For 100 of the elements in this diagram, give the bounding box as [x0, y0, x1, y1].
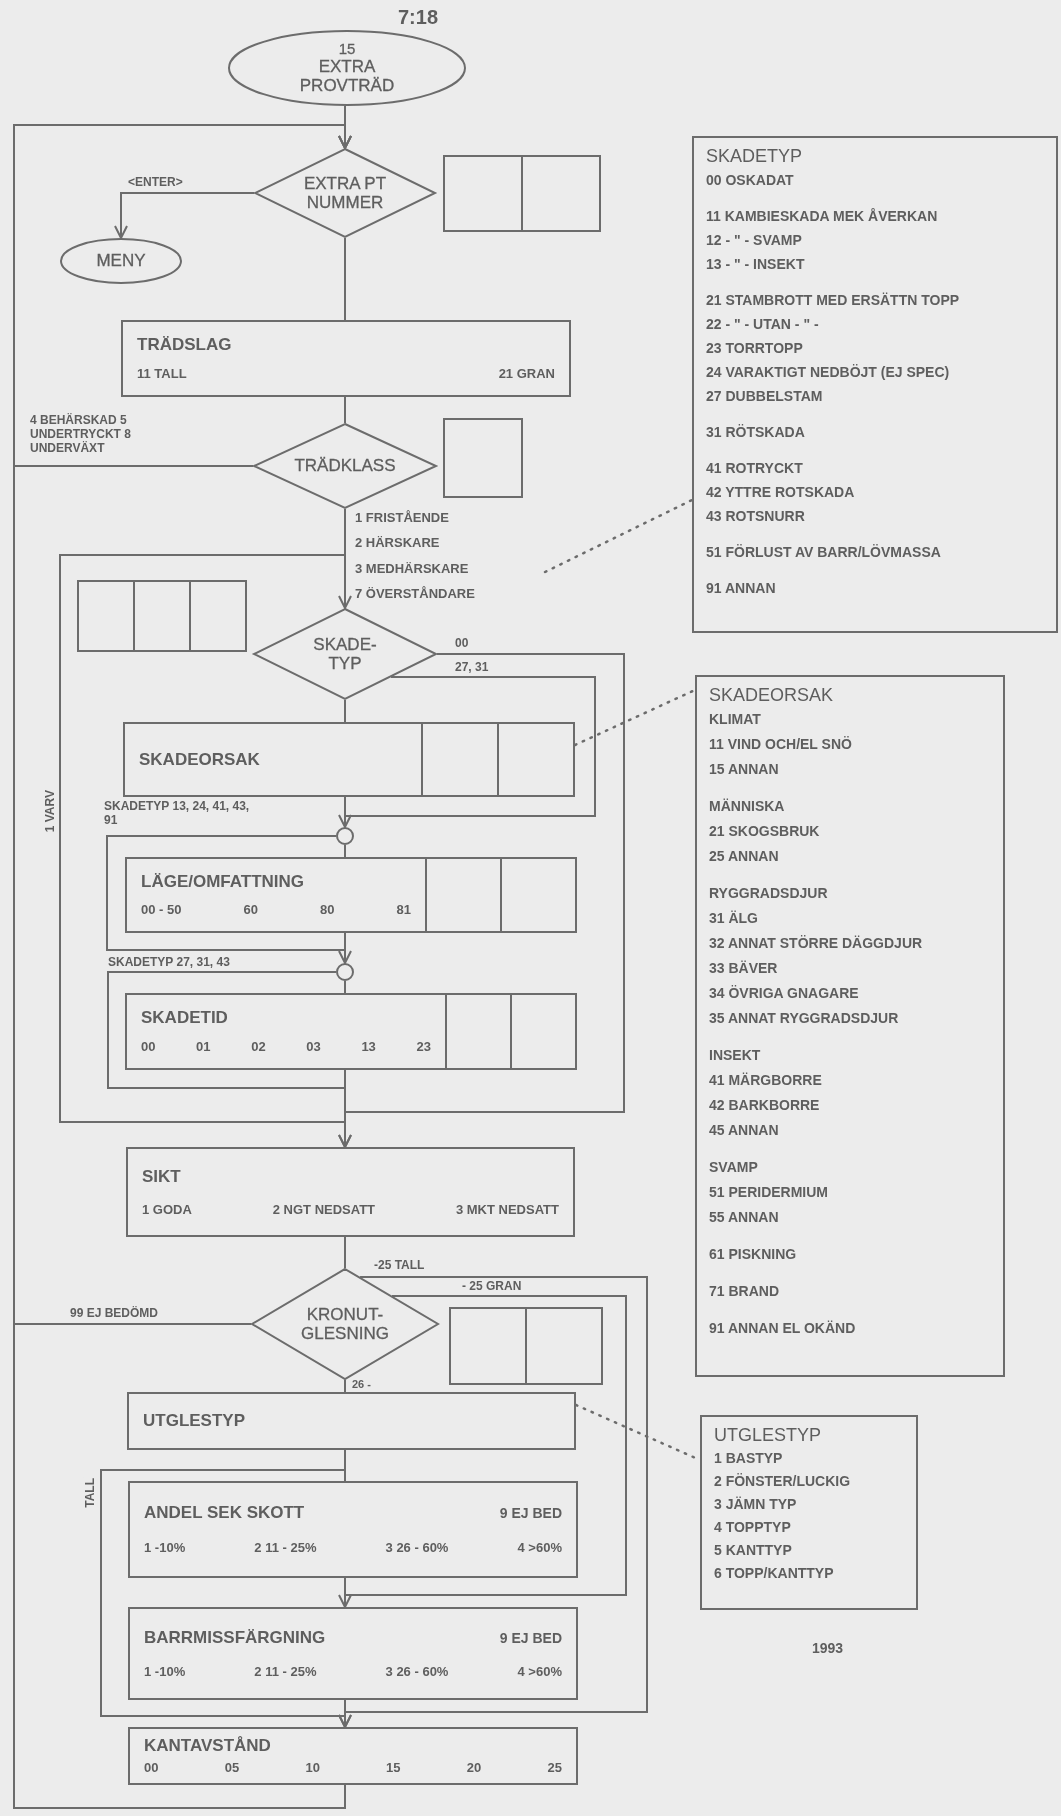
code-list-item: 71 BRAND [709, 1282, 780, 1301]
flow-arrow [114, 192, 255, 239]
junction-circle [336, 963, 354, 981]
node-text: KRONUT-GLESNING [300, 1304, 390, 1344]
option-text: 15 [386, 1760, 401, 1777]
flow-arrow [13, 124, 352, 1809]
process-box [128, 1481, 578, 1578]
year-text: 1993 [812, 1640, 844, 1656]
field-label: SIKT [142, 1166, 181, 1187]
connector-line [344, 396, 346, 424]
connector-line [344, 1379, 346, 1393]
flow-arrow [59, 554, 352, 1123]
code-list-item: 42 BARKBORRE [709, 1096, 821, 1115]
code-list-panel [695, 675, 1005, 1377]
option-text: 10 [305, 1760, 320, 1777]
field-label: ANDEL SEK SKOTT [144, 1502, 305, 1523]
process-box [128, 1607, 578, 1700]
option-text: 3 26 - 60% [385, 1540, 449, 1557]
code-list-item: 35 ANNAT RYGGRADSDJUR [709, 1009, 900, 1028]
process-box [121, 320, 571, 397]
option-text: 2 11 - 25% [254, 1663, 317, 1680]
code-list-item: 34 ÖVRIGA GNAGARE [709, 984, 860, 1003]
code-list-item: 32 ANNAT STÖRRE DÄGGDJUR [709, 934, 924, 953]
code-list-item: KLIMAT [709, 710, 762, 729]
option-text: 3 MEDHÄRSKARE [355, 560, 470, 577]
option-text: 7 ÖVERSTÅNDARE [355, 586, 476, 602]
code-list-item: 41 ROTRYCKT [706, 459, 804, 478]
code-list-item: 22 - " - UTAN - " - [706, 315, 820, 334]
option-text: 2 NGT NEDSATT [272, 1201, 376, 1218]
code-list-item: 31 RÖTSKADA [706, 423, 806, 442]
option-text: 1 -10% [144, 1540, 186, 1557]
option-text: 4 >60% [517, 1663, 562, 1680]
code-list-item: INSEKT [709, 1046, 762, 1065]
code-list-item: 55 ANNAN [709, 1208, 780, 1227]
code-list-item: 25 ANNAN [709, 847, 780, 866]
code-list-item: 91 ANNAN [706, 579, 777, 598]
connector-line [344, 699, 346, 723]
option-text: 00 [141, 1039, 156, 1055]
terminal-oval [228, 30, 466, 106]
option-text: 80 [320, 902, 335, 919]
node-text: SKADE-TYP [312, 634, 378, 674]
option-text: 13 [361, 1039, 376, 1055]
code-list-item: 3 JÄMN TYP [714, 1495, 798, 1514]
code-list-item: 31 ÄLG [709, 909, 759, 928]
node-text: EXTRA PT NUMMER [302, 173, 388, 213]
code-list-item: 51 FÖRLUST AV BARR/LÖVMASSA [706, 543, 942, 562]
field-label: UTGLESTYP [143, 1411, 245, 1431]
code-list-item: 1 BASTYP [714, 1449, 784, 1468]
option-text: 3 MKT NEDSATT [455, 1201, 559, 1218]
process-box [127, 1392, 576, 1450]
code-list-item: 4 TOPPTYP [714, 1518, 792, 1537]
option-text: 1 -10% [144, 1663, 186, 1680]
option-text: 01 [196, 1039, 211, 1055]
process-box [126, 1147, 575, 1237]
option-text: 60 [243, 902, 258, 919]
option-text: 00 - 50 [141, 902, 182, 919]
code-list-item: 11 VIND OCH/EL SNÖ [709, 735, 853, 754]
field-label: SKADEORSAK [139, 749, 260, 770]
code-list-item: 51 PERIDERMIUM [709, 1183, 830, 1202]
flow-arrow [106, 835, 352, 964]
flow-arrow [338, 1295, 627, 1608]
code-list-item: 2 FÖNSTER/LUCKIG [714, 1472, 852, 1491]
code-list-item: 00 OSKADAT [706, 171, 795, 190]
code-list-item: 91 ANNAN EL OKÄND [709, 1319, 857, 1338]
option-text: 2 11 - 25% [254, 1540, 317, 1557]
field-label: KANTAVSTÅND [144, 1735, 271, 1756]
option-text: 21 GRAN [498, 366, 555, 382]
field-label: TRÄDSLAG [137, 335, 232, 355]
junction-circle [336, 827, 354, 845]
process-box [125, 857, 577, 933]
code-list-item: 12 - " - SVAMP [706, 231, 803, 250]
edge-label: 27, 31 [455, 661, 489, 675]
option-text: 9 EJ BED [499, 1629, 562, 1646]
flow-arrow [338, 676, 596, 828]
field-label: SKADETID [141, 1008, 228, 1028]
connector-line [344, 237, 346, 321]
code-list-item: 6 TOPP/KANTTYP [714, 1564, 835, 1583]
code-list-item: 13 - " - INSEKT [706, 255, 806, 274]
code-list-item: 43 ROTSNURR [706, 507, 806, 526]
option-text: 11 TALL [137, 366, 187, 382]
page-number: 7:18 [398, 6, 439, 29]
decision-diamond [251, 1268, 439, 1380]
option-text: 81 [396, 902, 411, 919]
code-list-item: 23 TORRTOPP [706, 339, 804, 358]
option-text: 00 [144, 1760, 159, 1777]
code-list-item: MÄNNISKA [709, 797, 786, 816]
field-label: BARRMISSFÄRGNING [144, 1627, 326, 1648]
code-list-item: 41 MÄRGBORRE [709, 1071, 823, 1090]
code-list-item: 27 DUBBELSTAM [706, 387, 824, 406]
process-box [123, 722, 575, 797]
decision-diamond [253, 608, 437, 700]
node-text: 15 [338, 40, 356, 58]
terminal-oval [60, 238, 182, 284]
list-title: SKADEORSAK [709, 684, 835, 707]
code-list-item: 11 KAMBIESKADA MEK ÅVERKAN [706, 207, 939, 226]
leader-line [543, 498, 694, 574]
code-list-item: 24 VARAKTIGT NEDBÖJT (EJ SPEC) [706, 363, 951, 382]
process-box [125, 993, 577, 1070]
code-list-item: 33 BÄVER [709, 959, 779, 978]
code-list-item: 42 YTTRE ROTSKADA [706, 483, 856, 502]
